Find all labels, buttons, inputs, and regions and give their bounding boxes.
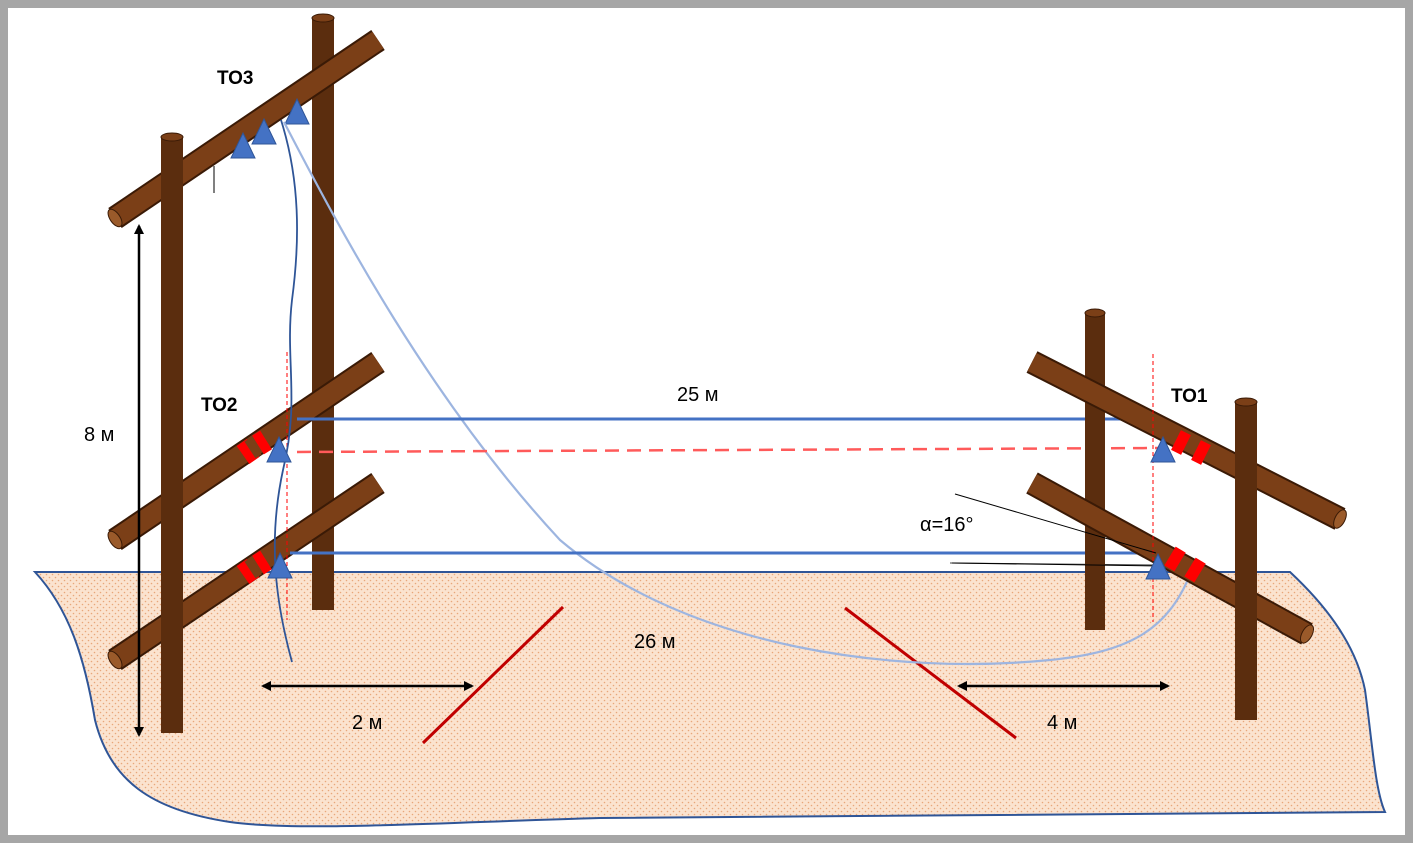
insulator-to3-1 <box>230 131 256 159</box>
pole-right-front <box>1234 397 1258 720</box>
pole-right-back <box>1084 308 1106 630</box>
insulator-to3-2 <box>251 117 277 145</box>
insulator-to1 <box>1150 435 1176 463</box>
label-to2: ТО2 <box>201 395 237 416</box>
label-height: 8 м <box>84 424 114 446</box>
angle-line-lower <box>951 562 1161 567</box>
insulator-lower-right <box>1145 552 1171 580</box>
crossarm-to3 <box>107 30 385 228</box>
label-to3: ТО3 <box>217 68 253 89</box>
insulator-to3-3 <box>284 97 310 125</box>
insulator-to2 <box>266 435 292 463</box>
span-dashed-red <box>296 446 1161 454</box>
label-span-cable: 26 м <box>634 631 676 653</box>
trench-line-right <box>844 606 1017 740</box>
label-to1: ТО1 <box>1171 386 1208 407</box>
trench-line-left <box>421 605 565 745</box>
angle-line-upper <box>954 493 1157 554</box>
pole-left-front <box>160 132 184 733</box>
label-dist-left: 2 м <box>352 712 382 734</box>
marker-lower-right <box>1164 546 1206 583</box>
marker-lower-left <box>236 550 272 585</box>
insulator-lower-left <box>267 551 293 579</box>
marker-to2-left <box>236 430 272 465</box>
pole-left-back <box>311 13 335 610</box>
label-angle: α=16° <box>920 514 974 536</box>
marker-to1-right <box>1171 430 1211 465</box>
cable-to3-sag <box>283 121 1195 666</box>
label-span-top: 25 м <box>677 384 719 406</box>
ground-area <box>32 571 1387 828</box>
label-dist-right: 4 м <box>1047 712 1077 734</box>
